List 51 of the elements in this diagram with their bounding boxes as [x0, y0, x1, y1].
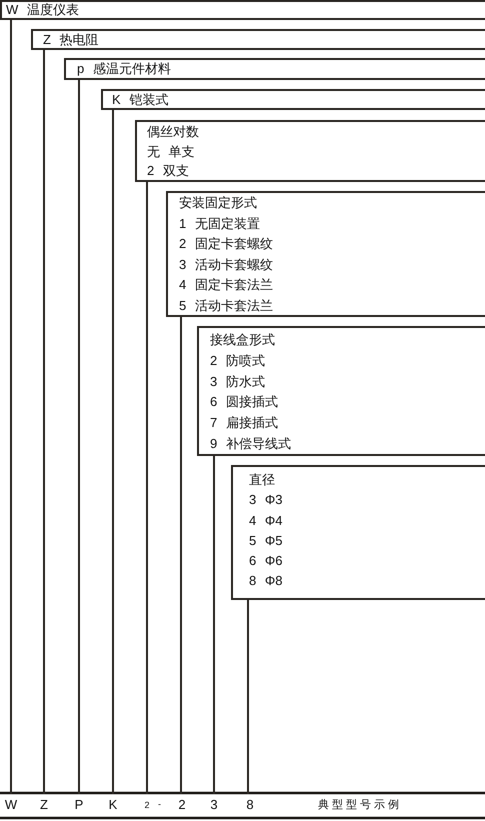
category-title: 安装固定形式 [179, 194, 257, 212]
category-title: Z 热电阻 [43, 31, 99, 48]
example-caption: 典型型号示例 [318, 798, 402, 813]
category-title: 接线盒形式 [210, 331, 275, 349]
category-box [135, 120, 485, 182]
option-text: 无 单支 [147, 142, 195, 160]
option-text: 9 补偿导线式 [210, 434, 291, 453]
option-text: 1 无固定装置 [179, 214, 260, 232]
code-character: W [3, 794, 19, 816]
option-text: 3 Φ3 [249, 491, 282, 510]
connector-line [180, 317, 182, 794]
connector-line [10, 20, 12, 794]
category-title: 偶丝对数 [147, 123, 199, 141]
option-text: 6 Φ6 [249, 552, 282, 570]
option-text: 8 Φ8 [249, 572, 282, 590]
category-title: p 感温元件材料 [77, 60, 171, 78]
code-separator: - [158, 798, 161, 811]
option-text: 2 防喷式 [210, 352, 265, 370]
category-title: K 铠装式 [112, 91, 168, 108]
option-text: 2 固定卡套螺纹 [179, 235, 273, 253]
category-box [31, 29, 485, 50]
category-box [166, 191, 485, 317]
option-text: 3 防水式 [210, 372, 265, 391]
option-text: 5 活动卡套法兰 [179, 296, 273, 314]
category-box [0, 0, 485, 20]
option-text: 6 圆接插式 [210, 393, 278, 412]
connector-line [213, 456, 215, 794]
option-text: 4 固定卡套法兰 [179, 276, 273, 294]
connector-line [146, 182, 148, 794]
category-box [231, 465, 485, 600]
connector-line [78, 80, 80, 794]
code-character: Z [37, 794, 51, 816]
option-text: 3 活动卡套螺纹 [179, 256, 273, 274]
option-text: 4 Φ4 [249, 512, 282, 530]
category-title: W 温度仪表 [6, 2, 79, 18]
option-text: 2 双支 [147, 162, 189, 180]
code-character: 3 [208, 794, 220, 816]
category-box [197, 326, 485, 456]
code-character: 2 [142, 794, 152, 816]
category-title: 直径 [249, 471, 275, 489]
category-box [64, 58, 485, 80]
code-character: 8 [244, 794, 256, 816]
connector-line [247, 600, 249, 794]
connector-line [43, 50, 45, 794]
code-character: K [106, 794, 120, 816]
option-text: 7 扁接插式 [210, 414, 278, 432]
category-box [101, 89, 485, 110]
code-character: 2 [176, 794, 188, 816]
code-character: P [72, 794, 86, 816]
connector-line [112, 110, 114, 794]
option-text: 5 Φ5 [249, 532, 282, 550]
